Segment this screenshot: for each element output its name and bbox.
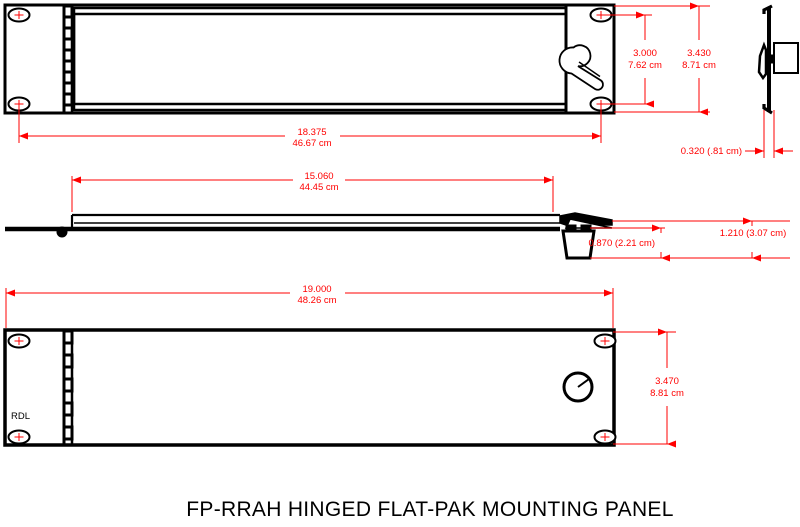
dim-label-panel-height-open-cm: 8.71 cm (682, 60, 716, 71)
screw-hole-bottom-view-bottom-left (7, 429, 31, 445)
bottom-panel-outline (3, 328, 616, 447)
dimension-group-panel-thickness: 0.320 (.81 cm) (681, 110, 793, 158)
latch-handle-icon (558, 44, 604, 91)
view-bottom-closed-panel: RDL (3, 328, 617, 447)
drawing-title: FP-RRAH HINGED FLAT-PAK MOUNTING PANEL (186, 498, 673, 521)
profile-latch-boss (765, 54, 775, 64)
dim-label-panel-height-closed-in: 3.470 (655, 376, 679, 387)
view-right-edge-profile (757, 4, 799, 115)
profile-latch-arm (757, 41, 768, 81)
dimension-group-bottom-view: 19.000 48.26 cm 3.470 8.81 cm (5, 284, 684, 448)
screw-hole-bottom-view-bottom-right (593, 429, 617, 445)
dim-label-panel-height-closed-cm: 8.81 cm (650, 388, 684, 399)
dimension-group-top-view: 18.375 46.67 cm 3.000 7.62 cm 3.430 8.71… (18, 2, 716, 149)
dim-label-inner-width-in: 15.060 (304, 171, 333, 182)
dim-label-panel-height-open-in: 3.430 (687, 48, 711, 59)
view-middle-side-section (5, 212, 613, 260)
dim-label-overall-width-closed-in: 19.000 (302, 284, 331, 295)
rotary-knob-icon (562, 371, 594, 403)
dim-label-total-depth: 1.210 (3.07 cm) (720, 228, 787, 239)
dimension-group-middle-view: 15.060 44.45 cm 0.870 (2.21 cm) 1.210 (3… (71, 171, 790, 262)
view-top-open-panel (3, 3, 616, 115)
profile-top-flange (762, 4, 773, 14)
top-inner-frame-outer (72, 6, 568, 112)
dim-label-hole-spacing-cm: 7.62 cm (628, 60, 662, 71)
screw-hole-bottom-view-top-left (7, 333, 31, 349)
profile-bottom-flange (762, 104, 773, 115)
top-panel-outline (3, 3, 616, 115)
dim-label-inner-width-cm: 44.45 cm (299, 182, 338, 193)
dim-label-overall-width-closed-cm: 48.26 cm (297, 295, 336, 306)
dim-label-overall-width-open-in: 18.375 (297, 127, 326, 138)
dim-label-hole-spacing-in: 3.000 (633, 48, 657, 59)
profile-connector-box (773, 42, 799, 74)
section-hinge-pin (56, 226, 68, 238)
dim-label-overall-width-open-cm: 46.67 cm (292, 138, 331, 149)
top-inner-frame-inner (72, 12, 568, 106)
screw-hole-bottom-view-top-right (593, 333, 617, 349)
rdl-logo-text: RDL (11, 411, 30, 422)
dim-label-catch-depth: 0.870 (2.21 cm) (588, 238, 655, 249)
dim-label-panel-thickness: 0.320 (.81 cm) (681, 146, 742, 157)
screw-hole-top-left (7, 7, 31, 23)
